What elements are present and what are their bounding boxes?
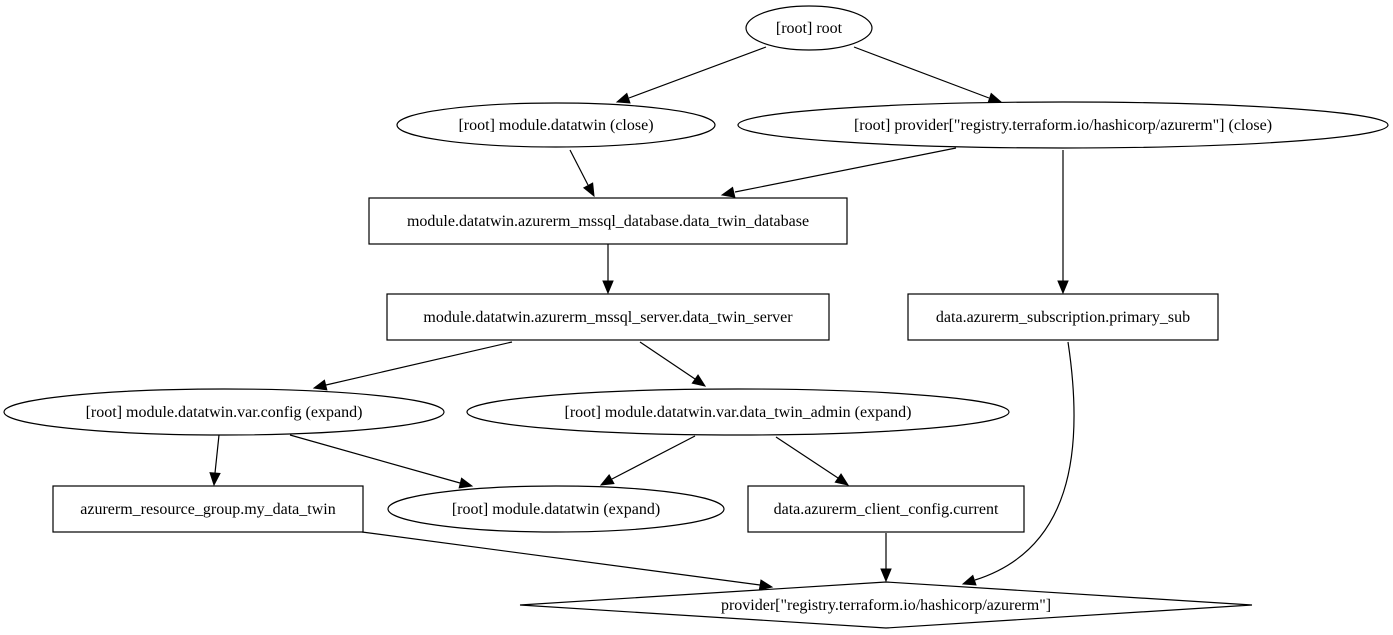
node-label: [root] module.datatwin.var.data_twin_adm…: [564, 404, 911, 421]
node-ellipse: [3, 388, 445, 436]
node-box: [52, 485, 364, 533]
edge-line: [628, 46, 767, 99]
edge-arrowhead: [602, 280, 614, 295]
edge-line: [325, 341, 513, 386]
edge-arrowhead: [458, 477, 474, 489]
node-label: module.datatwin.azurerm_mssql_database.d…: [407, 213, 809, 230]
edge-mssql_database-to-mssql_server: [602, 244, 614, 295]
edge-datatwin_close-to-mssql_database: [569, 149, 595, 198]
node-ellipse: [396, 102, 716, 148]
node-box: [368, 197, 848, 245]
edge-line: [974, 341, 1075, 581]
edge-client_config-to-provider: [880, 533, 892, 583]
edge-arrowhead: [758, 579, 774, 591]
node-datatwin-close[interactable]: [root] module.datatwin (close): [396, 102, 716, 148]
node-label: [root] module.datatwin (expand): [452, 501, 660, 518]
edge-arrowhead: [834, 473, 850, 486]
edge-mssql_server-to-var_admin: [639, 341, 707, 387]
edge-line: [289, 434, 461, 484]
edge-resource_group-to-provider: [361, 531, 774, 591]
node-label: [root] module.datatwin (close): [458, 117, 653, 134]
edge-line: [361, 531, 761, 586]
edge-line: [775, 436, 839, 479]
edge-root-to-datatwin_close: [615, 46, 767, 104]
node-provider-close[interactable]: [root] provider["registry.terraform.io/h…: [737, 101, 1389, 149]
node-label: [root] provider["registry.terraform.io/h…: [854, 117, 1272, 134]
edge-arrowhead: [880, 568, 892, 583]
node-root[interactable]: [root] root: [745, 5, 873, 51]
edge-var_admin-to-datatwin_expand: [599, 435, 696, 486]
node-label: [root] module.datatwin.var.config (expan…: [86, 404, 363, 421]
edge-arrowhead: [312, 379, 328, 391]
node-label: provider["registry.terraform.io/hashicor…: [721, 597, 1051, 614]
edge-line: [569, 149, 589, 186]
edge-root-to-provider_close: [853, 46, 1003, 104]
node-box: [907, 293, 1219, 341]
edge-var_config-to-datatwin_expand: [289, 434, 474, 489]
edge-arrowhead: [582, 182, 595, 198]
edge-arrowhead: [1057, 280, 1069, 295]
node-ellipse: [745, 5, 873, 51]
edge-mssql_server-to-var_config: [312, 341, 513, 391]
node-box: [386, 293, 830, 341]
node-var-config[interactable]: [root] module.datatwin.var.config (expan…: [3, 388, 445, 436]
node-resource-group[interactable]: azurerm_resource_group.my_data_twin: [52, 485, 364, 533]
edge-arrowhead: [599, 473, 615, 486]
edge-line: [853, 46, 990, 99]
node-label: data.azurerm_client_config.current: [774, 501, 999, 518]
edge-line: [611, 435, 696, 480]
edge-line: [639, 341, 696, 380]
edge-line: [734, 147, 957, 193]
nodes: [root] root [root] module.datatwin (close…: [3, 5, 1389, 629]
node-label: module.datatwin.azurerm_mssql_server.dat…: [423, 309, 793, 326]
node-mssql-server[interactable]: module.datatwin.azurerm_mssql_server.dat…: [386, 293, 830, 341]
edge-arrowhead: [615, 92, 631, 104]
edge-var_admin-to-client_config: [775, 436, 850, 486]
edge-provider_close-to-mssql_database: [720, 147, 957, 198]
edge-arrowhead: [209, 472, 221, 487]
node-datatwin-expand[interactable]: [root] module.datatwin (expand): [387, 485, 725, 533]
node-diamond: [519, 581, 1253, 629]
edge-line: [214, 434, 220, 474]
edge-arrowhead: [720, 186, 736, 198]
node-ellipse: [387, 485, 725, 533]
edge-var_config-to-resource_group: [209, 434, 221, 487]
node-client-config[interactable]: data.azurerm_client_config.current: [747, 485, 1025, 533]
edge-provider_close-to-subscription: [1057, 150, 1069, 295]
node-label: [root] root: [776, 20, 843, 37]
edge-subscription-to-provider: [961, 341, 1075, 586]
node-provider[interactable]: provider["registry.terraform.io/hashicor…: [519, 581, 1253, 629]
edge-arrowhead: [987, 92, 1003, 104]
edge-arrowhead: [691, 374, 707, 387]
node-ellipse: [466, 388, 1010, 436]
node-var-admin[interactable]: [root] module.datatwin.var.data_twin_adm…: [466, 388, 1010, 436]
node-label: data.azurerm_subscription.primary_sub: [936, 309, 1190, 326]
edge-arrowhead: [961, 574, 977, 586]
node-box: [747, 485, 1025, 533]
node-label: azurerm_resource_group.my_data_twin: [80, 501, 335, 518]
node-ellipse: [737, 101, 1389, 149]
node-mssql-database[interactable]: module.datatwin.azurerm_mssql_database.d…: [368, 197, 848, 245]
node-subscription[interactable]: data.azurerm_subscription.primary_sub: [907, 293, 1219, 341]
edges: [209, 46, 1075, 591]
